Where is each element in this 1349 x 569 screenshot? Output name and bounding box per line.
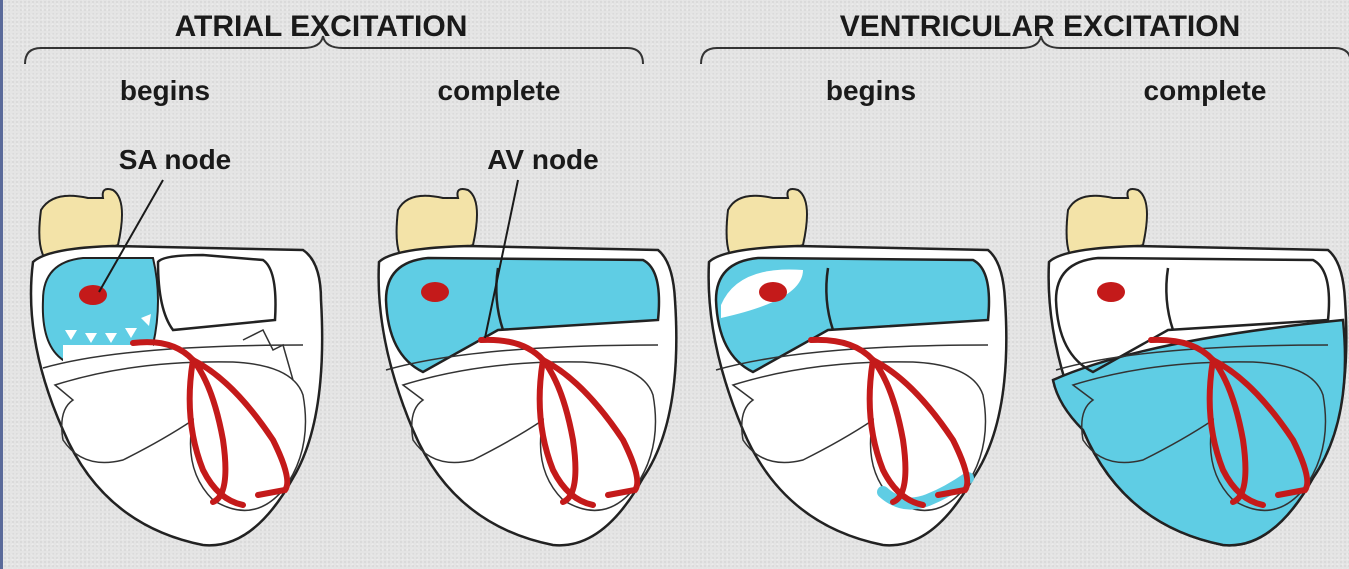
ventricular-begins-label: begins: [826, 75, 916, 106]
left-atrium: [158, 255, 276, 330]
panel-ventricular-begins: [709, 189, 1007, 545]
av-node-label: AV node: [487, 144, 598, 175]
sa-node-dot: [759, 282, 787, 302]
sa-node-dot: [421, 282, 449, 302]
sa-node-label: SA node: [119, 144, 232, 175]
diagram-canvas: ATRIAL EXCITATION begins complete VENTRI…: [3, 0, 1349, 569]
atrial-begins-label: begins: [120, 75, 210, 106]
ventricular-header: VENTRICULAR EXCITATION begins complete: [701, 10, 1349, 106]
panel-ventricular-complete: [1049, 189, 1347, 545]
atrial-header: ATRIAL EXCITATION begins complete: [25, 10, 643, 106]
ventricular-complete-label: complete: [1144, 75, 1267, 106]
panel-atrial-complete: [379, 189, 677, 545]
sa-node-dot: [1097, 282, 1125, 302]
atrial-complete-label: complete: [438, 75, 561, 106]
sa-node-dot: [79, 285, 107, 305]
atrial-title: ATRIAL EXCITATION: [175, 10, 468, 43]
panel-atrial-begins: [31, 189, 322, 545]
